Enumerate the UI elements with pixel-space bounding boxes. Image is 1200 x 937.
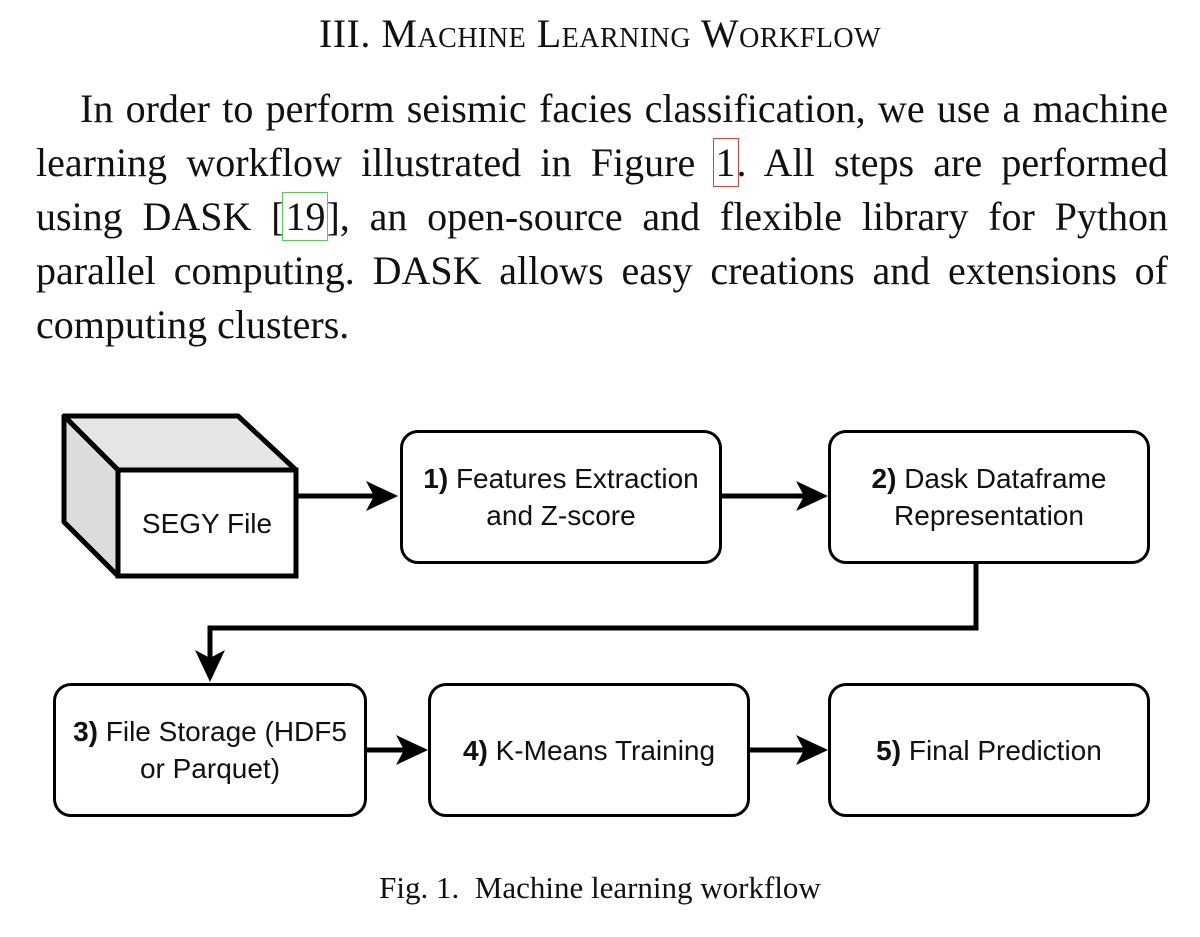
- step-1-label: Features Extraction and Z-score: [455, 463, 699, 531]
- segy-file-shape: [61, 413, 299, 579]
- step-4-number: 4): [462, 734, 488, 766]
- step-2-box: 2) Dask Dataframe Representation: [828, 430, 1150, 564]
- step-2-label: Dask Dataframe Representation: [894, 463, 1107, 531]
- step-1-number: 1): [423, 463, 449, 494]
- segy-file-label: SEGY File: [141, 508, 273, 539]
- step-4-label: K-Means Training: [495, 734, 716, 766]
- connector-step2-to-step3: [195, 563, 979, 682]
- body-paragraph: In order to perform seismic facies class…: [36, 82, 1168, 352]
- step-5-content: 5) Final Prediction: [876, 732, 1102, 769]
- connector-step1-to-step2: [722, 481, 828, 511]
- step-3-box: 3) File Storage (HDF5 or Parquet): [53, 683, 367, 817]
- step-4-box: 4) K-Means Training: [428, 683, 750, 817]
- step-3-number: 3): [73, 716, 98, 747]
- figure-caption: Fig. 1. Machine learning workflow: [379, 870, 821, 905]
- connector-step3-to-step4: [365, 735, 428, 765]
- section-heading: III. Machine Learning Workflow: [0, 10, 1200, 58]
- connector-step4-to-step5: [748, 735, 828, 765]
- step-3-label: File Storage (HDF5 or Parquet): [105, 716, 347, 784]
- citation-link[interactable]: 19: [282, 192, 329, 241]
- section-numeral: III.: [318, 11, 371, 56]
- paragraph-text-3: ], an open-source and flexible library f…: [36, 194, 1168, 347]
- step-1-content: 1) Features Extraction and Z-score: [415, 460, 707, 534]
- step-5-box: 5) Final Prediction: [828, 683, 1150, 817]
- step-1-box: 1) Features Extraction and Z-score: [400, 430, 722, 564]
- connector-segy-to-step1: [298, 481, 398, 511]
- paragraph-text-1: In order to perform seismic facies class…: [36, 86, 1168, 185]
- section-title: Machine Learning Workflow: [381, 11, 882, 56]
- step-2-number: 2): [871, 463, 897, 494]
- step-4-content: 4) K-Means Training: [463, 732, 715, 769]
- paragraph-text-2: . All steps are performed using DASK [: [36, 140, 1168, 239]
- step-2-content: 2) Dask Dataframe Representation: [843, 460, 1135, 534]
- step-5-number: 5): [876, 734, 902, 766]
- figure-reference-link[interactable]: 1: [712, 138, 739, 187]
- step-5-label: Final Prediction: [908, 734, 1102, 766]
- step-3-content: 3) File Storage (HDF5 or Parquet): [68, 713, 352, 787]
